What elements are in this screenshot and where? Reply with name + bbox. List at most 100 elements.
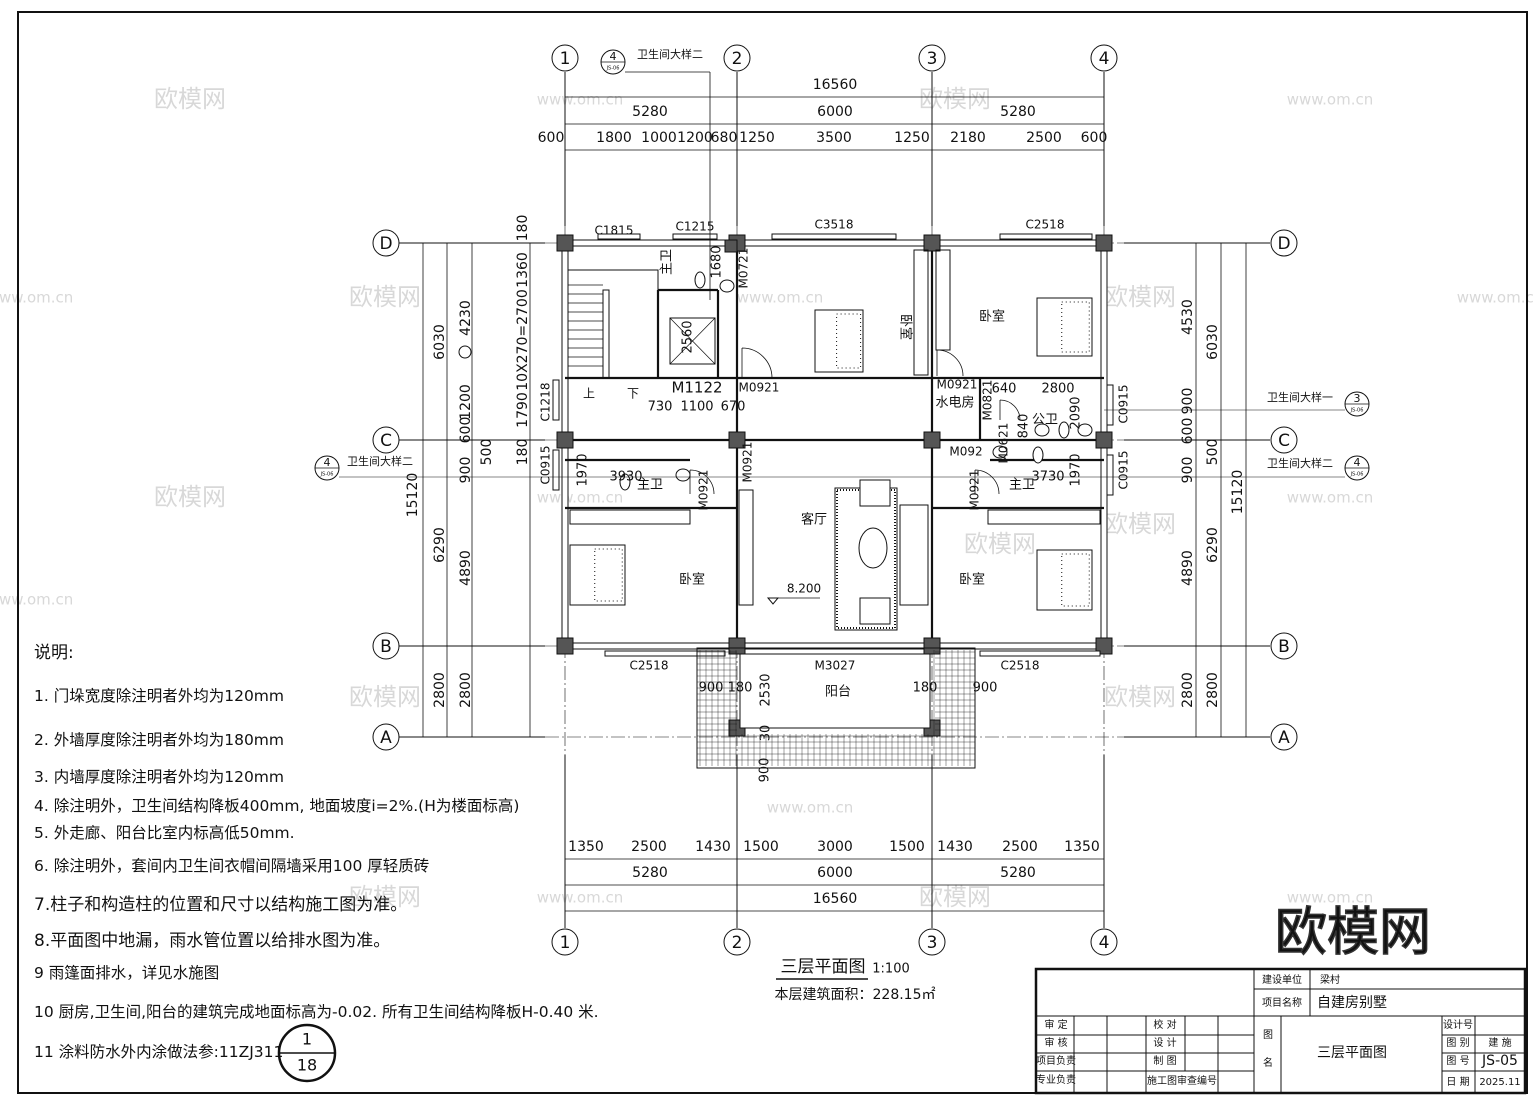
sofa (899, 504, 929, 606)
dimension-label: 6290 (432, 527, 448, 563)
title-block-category-label: 图 别 (1446, 1037, 1469, 1049)
note-item: 1. 门垛宽度除注明者外均为120mm (34, 687, 284, 705)
title-block-project-lead: 项目负责 (1036, 1054, 1076, 1067)
floor-area: 本层建筑面积：228.15㎡ (775, 987, 936, 1003)
dimension-label: M0721 (737, 248, 751, 289)
note-item: 8.平面图中地漏，雨水管位置以给排水图为准。 (34, 931, 391, 951)
watermark-url: www.om.cn (537, 889, 624, 907)
dimension-label: 2500 (1026, 130, 1062, 146)
structural-column (1095, 431, 1113, 449)
dimension-label: 600 (1180, 418, 1196, 445)
rug-pattern (836, 489, 896, 629)
axis-label-row: D (1277, 234, 1290, 254)
dimension-label: 2800 (1041, 382, 1074, 397)
sink-icon (1077, 423, 1093, 437)
dimension-label: M1122 (671, 379, 722, 397)
coffee-table (858, 527, 888, 569)
dimension-label: 3000 (817, 839, 853, 855)
room-label: 卧室 (959, 572, 985, 588)
room-label: 阳台 (825, 685, 851, 700)
dimension-label: 6000 (817, 104, 853, 120)
dimension-label: 500 (1205, 439, 1221, 466)
bed (1036, 549, 1093, 611)
axis-bubble (1270, 723, 1298, 751)
title-block-review: 审 核 (1044, 1036, 1067, 1049)
dimension-label: 2180 (950, 130, 986, 146)
title-block-drawing-name: 三层平面图 (1317, 1045, 1387, 1061)
structural-column (556, 431, 574, 449)
bed-pattern (836, 313, 862, 369)
callout-number: 4 (324, 456, 331, 469)
armchair (859, 479, 891, 507)
stair-handrail (602, 289, 610, 379)
dimension-label: 5280 (632, 865, 668, 881)
note-item: 3. 内墙厚度除注明者外均为120mm (34, 768, 284, 786)
axis-label-column: 3 (927, 49, 938, 69)
axis-bubble (918, 44, 946, 72)
dimension-label: 900 (1180, 388, 1196, 415)
dimension-label: 4890 (1180, 550, 1196, 586)
stair (567, 269, 659, 379)
room-label: 公卫 (1032, 413, 1058, 428)
dimension-label: 2090 (1069, 396, 1084, 429)
watermark-text: 欧模网 (919, 883, 991, 911)
axis-bubble (1270, 632, 1298, 660)
callout-label: 卫生间大样二 (1267, 456, 1333, 470)
reference-bottom: 18 (297, 1056, 317, 1075)
axis-label-column: 1 (560, 49, 571, 69)
canopy (696, 647, 976, 769)
dimension-label: 4230 (458, 300, 474, 336)
window (999, 233, 1093, 240)
dimension-label: 15120 (1230, 470, 1246, 515)
structural-column (923, 637, 941, 655)
dimension-label: 730 (648, 400, 673, 415)
title-block-category: 建 施 (1488, 1036, 1511, 1049)
toilet-icon (619, 473, 631, 491)
axis-label-column: 4 (1099, 933, 1110, 953)
dimension-label: 1970 (576, 453, 591, 486)
room-label: 卧室 (898, 314, 914, 340)
watermark-text: 欧模网 (919, 85, 991, 113)
dimension-label: 4890 (458, 550, 474, 586)
watermark-text: 欧模网 (1104, 283, 1176, 311)
dimension-label: 6290 (1205, 527, 1221, 563)
structural-column (556, 637, 574, 655)
dimension-label: 3730 (1031, 470, 1064, 485)
axis-bubble (372, 632, 400, 660)
dimension-label: 2800 (432, 672, 448, 708)
watermark-url: www.om.cn (0, 591, 73, 609)
tv-cabinet (738, 489, 754, 606)
dimension-label: 2800 (1180, 672, 1196, 708)
door-swing (999, 399, 1021, 421)
dimension-label: M0921 (697, 470, 711, 511)
axis-bubble (372, 723, 400, 751)
watermark-url: www.om.cn (1457, 289, 1535, 307)
title-block-design-no-label: 设计号 (1443, 1018, 1473, 1031)
axis-bubble (1090, 928, 1118, 956)
watermark-url: www.om.cn (537, 91, 624, 109)
watermark-layer: 欧模网欧模网欧模网欧模网欧模网欧模网欧模网欧模网欧模网欧模网欧模网www.om.… (0, 85, 1535, 911)
dimension-label: M092 (949, 445, 982, 459)
room-label: 卧室 (979, 309, 1005, 325)
door-swing (936, 349, 964, 377)
callout-number: 3 (1354, 392, 1361, 405)
dimension-label: 15120 (405, 473, 421, 518)
callout-label: 卫生间大样一 (1267, 390, 1333, 404)
bed-pattern (1061, 301, 1090, 353)
callout-sheet: JS-06 (606, 66, 620, 72)
structural-column (1095, 234, 1113, 252)
axis-label-row: A (1278, 728, 1290, 748)
title-block-date-label: 日 期 (1446, 1076, 1469, 1088)
bed-pattern (594, 548, 623, 602)
axis-label-row: C (380, 431, 392, 451)
room-label: 主卫 (637, 478, 663, 493)
room-label: 上 (583, 387, 595, 401)
axis-label-column: 1 (560, 933, 571, 953)
dimension-label: 5280 (632, 104, 668, 120)
dimension-label: C2518 (630, 659, 669, 673)
sink-icon (719, 279, 735, 293)
window (552, 449, 560, 491)
dimension-label: 6030 (1205, 324, 1221, 360)
axis-label-column: 4 (1099, 49, 1110, 69)
